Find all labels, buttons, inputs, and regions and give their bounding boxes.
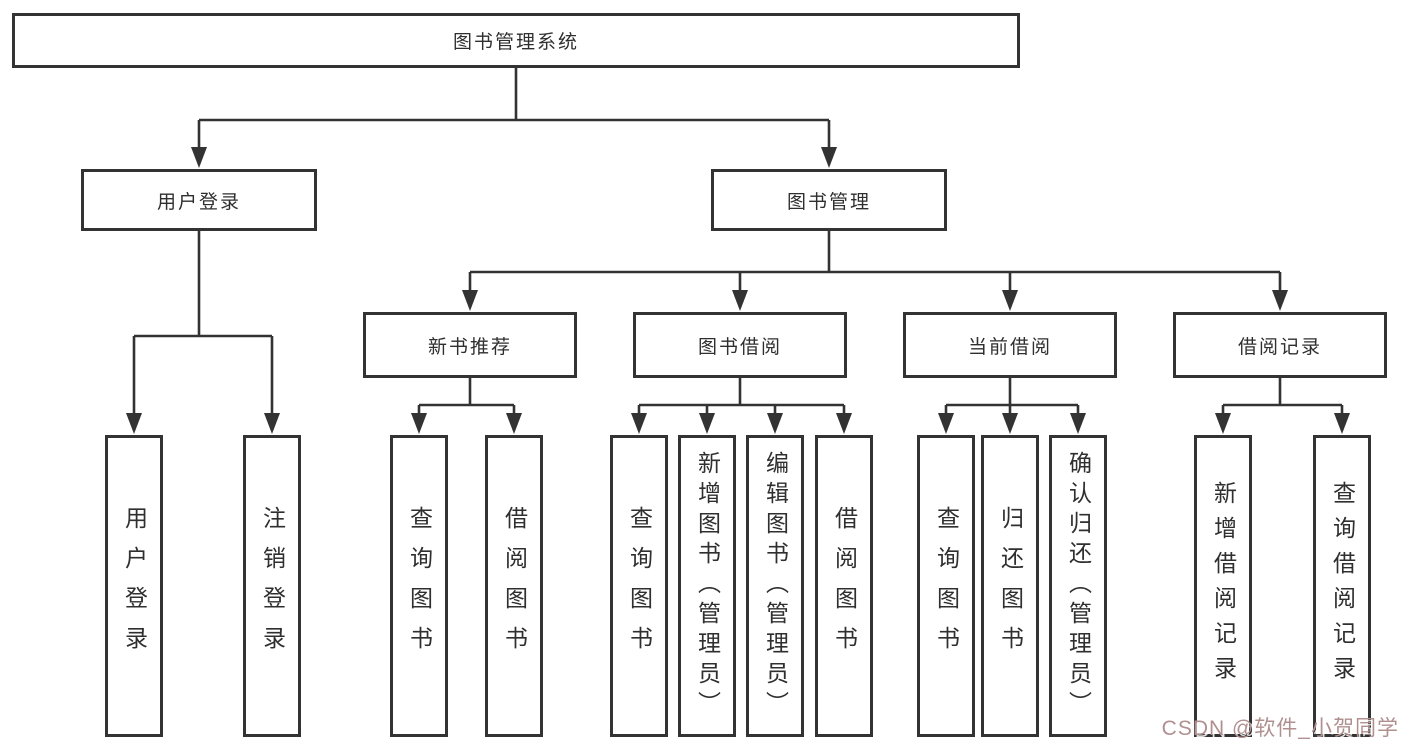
- leaf-query-book-recommend: 查询图书: [390, 435, 448, 737]
- node-root-system: 图书管理系统: [12, 13, 1020, 68]
- leaf-query-book-borrow: 查询图书: [610, 435, 668, 737]
- leaf-label: 查询借阅记录: [1329, 481, 1356, 691]
- arrowhead: [126, 413, 142, 434]
- node-new-book-recommend: 新书推荐: [363, 312, 577, 378]
- arrowhead: [462, 290, 478, 311]
- node-current-borrow: 当前借阅: [903, 312, 1117, 378]
- leaf-label: 查询图书: [933, 506, 960, 666]
- arrowhead: [732, 290, 748, 311]
- node-label: 图书管理: [786, 191, 871, 213]
- arrowhead: [836, 413, 852, 434]
- leaf-confirm-return-admin: 确认归还（管理员）: [1049, 435, 1107, 737]
- leaf-label: 新增图书（管理员）: [694, 451, 721, 721]
- arrowhead: [264, 413, 280, 434]
- node-label: 用户登录: [156, 191, 241, 213]
- arrowheads: [126, 147, 1350, 434]
- leaf-label: 归还图书: [997, 506, 1024, 666]
- leaf-add-borrow-record: 新增借阅记录: [1194, 435, 1252, 737]
- leaf-label: 编辑图书（管理员）: [762, 451, 789, 721]
- leaf-label: 注销登录: [259, 506, 286, 666]
- leaf-label: 新增借阅记录: [1210, 481, 1237, 691]
- node-label: 借阅记录: [1237, 336, 1322, 358]
- leaf-label: 借阅图书: [831, 506, 858, 666]
- arrowhead: [821, 147, 837, 168]
- leaf-label: 确认归还（管理员）: [1065, 451, 1092, 721]
- arrowhead: [191, 147, 207, 168]
- node-book-borrow: 图书借阅: [633, 312, 847, 378]
- leaf-borrow-book-recommend: 借阅图书: [485, 435, 543, 737]
- leaf-user-login: 用户登录: [105, 435, 163, 737]
- arrowhead: [1070, 413, 1086, 434]
- csdn-watermark: CSDN @软件_小贺同学: [1161, 717, 1399, 740]
- node-user-login: 用户登录: [81, 169, 317, 231]
- arrowhead: [938, 413, 954, 434]
- node-label: 当前借阅: [967, 336, 1052, 358]
- arrowhead: [767, 413, 783, 434]
- arrowhead: [1215, 413, 1231, 434]
- leaf-logout: 注销登录: [243, 435, 301, 737]
- leaf-return-book: 归还图书: [981, 435, 1039, 737]
- arrowhead: [1272, 290, 1288, 311]
- leaf-add-book-admin: 新增图书（管理员）: [678, 435, 736, 737]
- arrowhead: [1334, 413, 1350, 434]
- arrowhead: [506, 413, 522, 434]
- arrowhead: [1002, 290, 1018, 311]
- node-label: 新书推荐: [427, 336, 512, 358]
- arrowhead: [699, 413, 715, 434]
- node-borrow-records: 借阅记录: [1173, 312, 1387, 378]
- node-label: 图书借阅: [697, 336, 782, 358]
- leaf-borrow-book: 借阅图书: [815, 435, 873, 737]
- leaf-label: 用户登录: [121, 506, 148, 666]
- leaf-edit-book-admin: 编辑图书（管理员）: [746, 435, 804, 737]
- leaf-label: 借阅图书: [501, 506, 528, 666]
- leaf-query-borrow-record: 查询借阅记录: [1313, 435, 1371, 737]
- connector-strokes: [132, 68, 1344, 414]
- arrowhead: [411, 413, 427, 434]
- leaf-label: 查询图书: [406, 506, 433, 666]
- node-book-management: 图书管理: [711, 169, 947, 231]
- leaf-label: 查询图书: [626, 506, 653, 666]
- node-root-label: 图书管理系统: [452, 32, 579, 53]
- leaf-query-book-current: 查询图书: [917, 435, 975, 737]
- arrowhead: [1002, 413, 1018, 434]
- arrowhead: [631, 413, 647, 434]
